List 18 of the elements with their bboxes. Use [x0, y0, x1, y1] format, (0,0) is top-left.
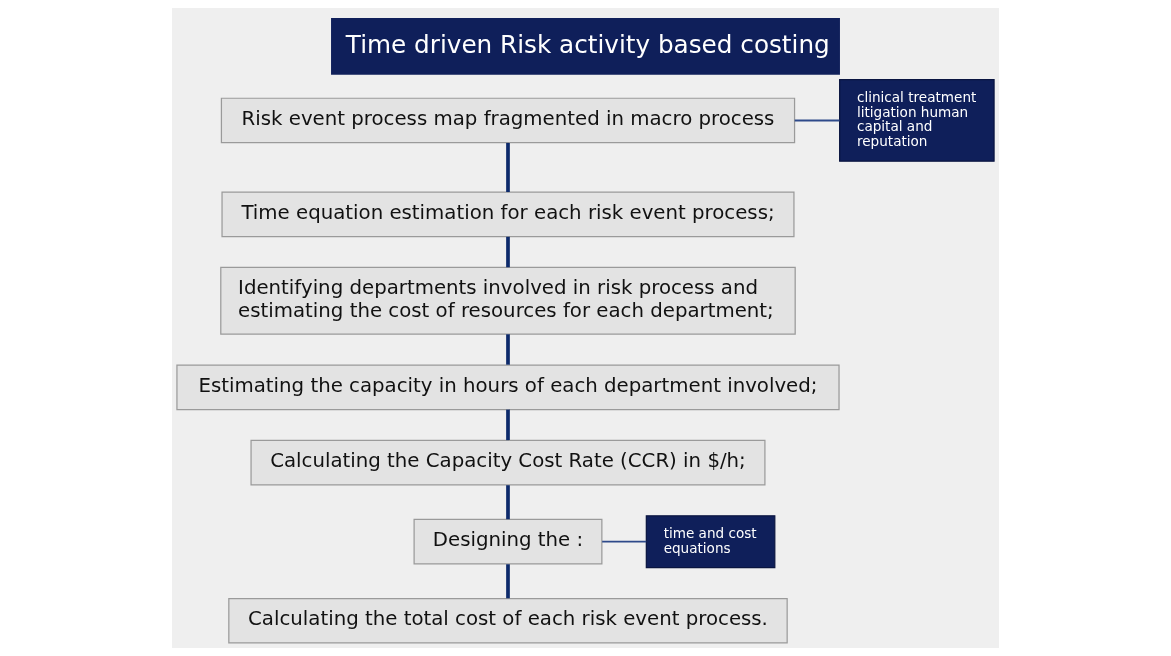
connector [601, 540, 648, 543]
connector [793, 119, 841, 122]
node-box: Risk event process map fragmented in macro process [220, 97, 796, 144]
node-box: Designing the : [413, 518, 603, 565]
connector [506, 409, 510, 441]
node-box: Calculating the Capacity Cost Rate (CCR) in $/h; [250, 439, 766, 486]
node-box: Identifying departments involved in risk process and estimating the cost of resources for each department; [220, 266, 796, 335]
node-box: Calculating the total cost of each risk event process. [228, 597, 788, 644]
node-box: time and cost equations [645, 515, 776, 569]
node-box: Estimating the capacity in hours of each department involved; [176, 364, 840, 411]
connector [506, 564, 510, 599]
node-box: clinical treatment litigation human capital and reputation [839, 79, 995, 162]
connector [506, 142, 510, 193]
connector [506, 334, 510, 365]
connector [506, 485, 510, 520]
node-box: Time equation estimation for each risk event process; [221, 191, 795, 238]
connector [506, 236, 510, 268]
diagram-title: Time driven Risk activity based costing [345, 29, 830, 59]
